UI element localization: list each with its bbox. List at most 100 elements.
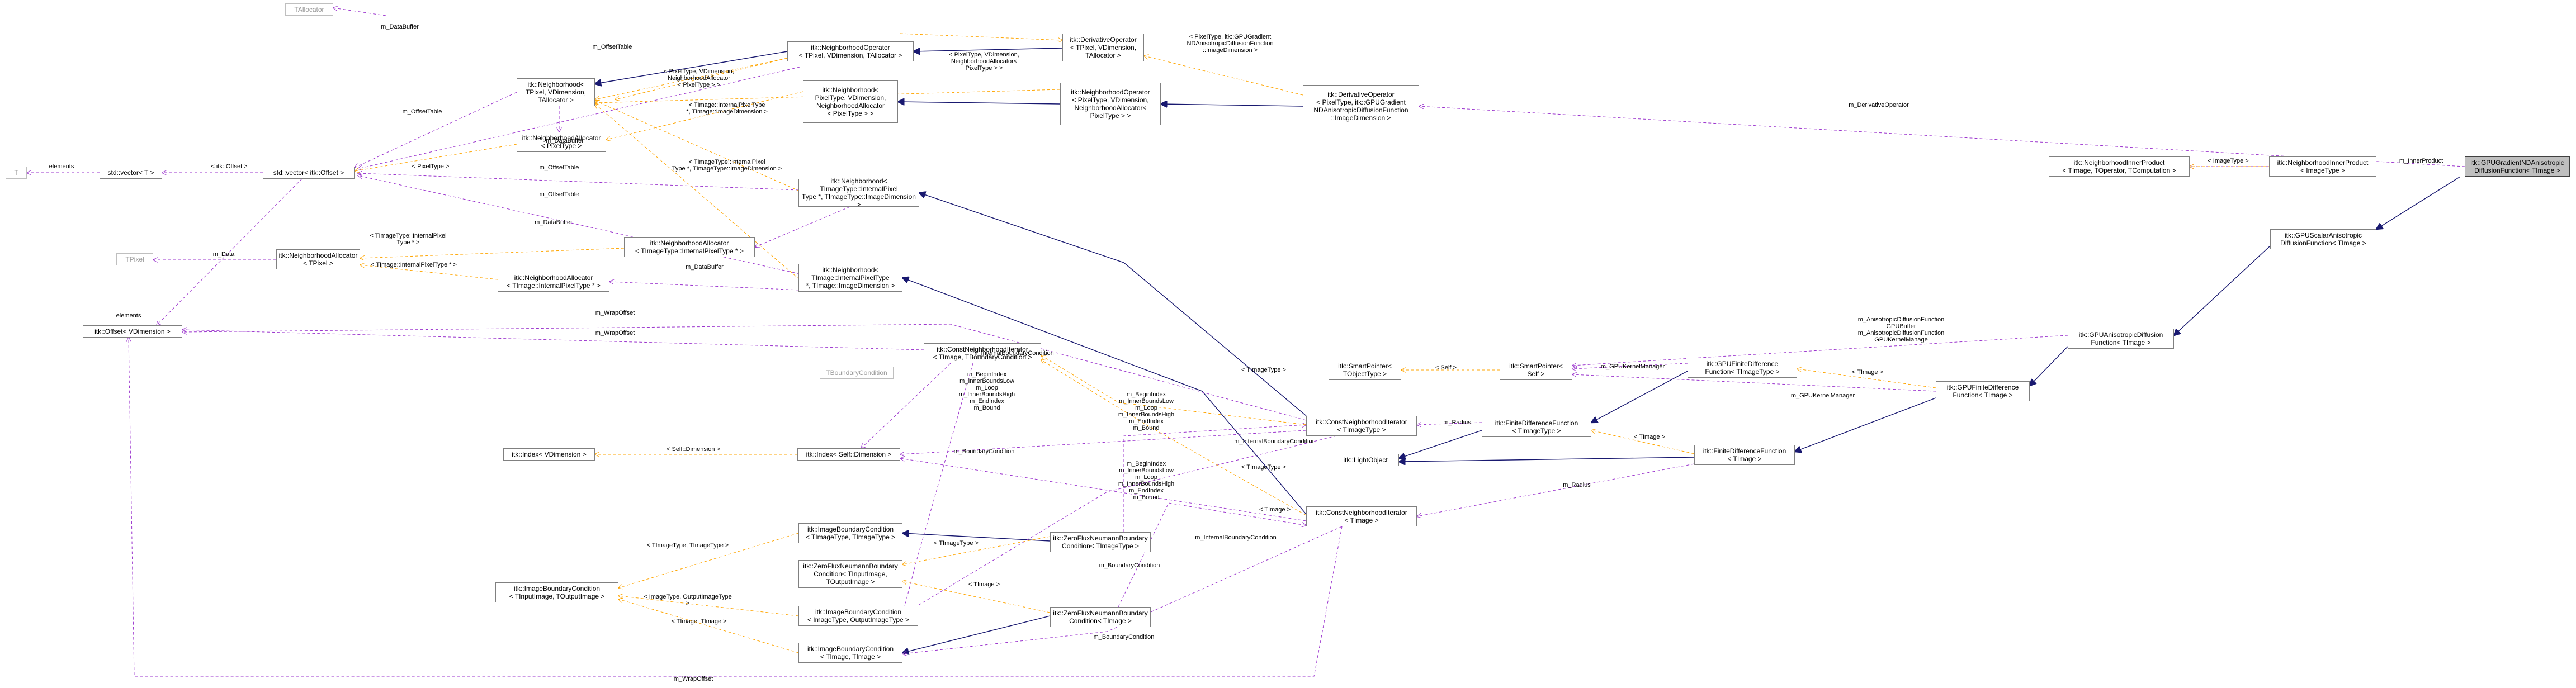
inheritance-edge [1591,371,1688,423]
edge-label: m_BoundaryCondition [1099,562,1160,569]
edge-label: < itk::Offset > [211,163,248,170]
node-neighborhood-pixeltype[interactable]: itk::Neighborhood< PixelType, VDimension… [803,80,898,123]
template-edge [900,33,1062,40]
node-neighborhood-operator[interactable]: itk::NeighborhoodOperator < TPixel, VDim… [787,41,914,61]
node-nh-inner-product-timage[interactable]: itk::NeighborhoodInnerProduct < TImage, … [2049,156,2190,177]
edge-label: m_GPUKernelManager [1600,363,1665,370]
edge-label: < TImage::InternalPixelType *, TImage::I… [686,102,768,115]
edge-label: < PixelType, VDimension, NeighborhoodAll… [949,51,1019,72]
node-index-self-dimension[interactable]: itk::Index< Self::Dimension > [797,448,900,461]
inheritance-edge [902,615,1051,653]
node-smart-pointer-self[interactable]: itk::SmartPointer< Self > [1500,360,1572,380]
edge-label: elements [49,163,74,170]
template-edge [595,101,800,192]
edge-label: < PixelType, VDimension, NeighborhoodAll… [664,68,734,88]
usage-edge [1417,423,1482,425]
node-img-bc-tinput-toutput[interactable]: itk::ImageBoundaryCondition < TInputImag… [495,582,618,602]
template-edge [615,58,788,99]
edge-label: < TImage, TImage > [671,618,727,625]
usage-edge [902,435,1337,615]
node-gpu-finite-diff-timage[interactable]: itk::GPUFiniteDifference Function< TImag… [1936,381,2030,401]
edge-label: m_GPUKernelManager [1790,392,1855,399]
usage-edge [1419,106,2465,167]
edge-label: m_DataBuffer [686,264,724,271]
node-finite-diff-timagetype[interactable]: itk::FiniteDifferenceFunction < TImageTy… [1482,417,1591,437]
usage-edge [1123,425,1306,532]
usage-edge [1572,374,1936,392]
node-img-bc-imagetype-output[interactable]: itk::ImageBoundaryCondition < ImageType,… [798,606,918,626]
edge-label: < PixelType > [412,163,450,170]
usage-edge [182,330,924,350]
node-img-bc-timage-timage[interactable]: itk::ImageBoundaryCondition < TImage, TI… [798,643,902,663]
node-nh-allocator-tpixel[interactable]: itk::NeighborhoodAllocator < TPixel > [276,249,360,269]
node-tallocator[interactable]: TAllocator [285,3,333,16]
edge-label: < TImageType > [1241,367,1286,373]
template-edge [618,596,799,616]
inheritance-edge [898,102,1061,104]
node-zfn-bc-tinput-toutput[interactable]: itk::ZeroFluxNeumannBoundary Condition< … [798,560,902,588]
edge-label: m_WrapOffset [595,310,635,316]
node-light-object[interactable]: itk::LightObject [1332,454,1399,466]
edge-label: m_Data [212,251,235,258]
node-derivative-operator-gpu[interactable]: itk::DerivativeOperator < PixelType, itk… [1303,85,1419,127]
node-gpu-scalar-aniso[interactable]: itk::GPUScalarAnisotropic DiffusionFunct… [2270,229,2376,249]
edge-label: < TImageType > [1241,464,1286,471]
inheritance-edge [1399,457,1695,462]
node-nh-allocator-timage-internalpixel[interactable]: itk::NeighborhoodAllocator < TImage::Int… [498,272,609,292]
edge-label: m_OffsetTable [402,108,442,115]
node-neighborhood-operator-pixeltype[interactable]: itk::NeighborhoodOperator < PixelType, V… [1060,83,1161,125]
inheritance-edge [595,51,788,84]
node-tpixel[interactable]: TPixel [116,253,153,265]
edge-label: m_InternalBoundaryCondition [1234,438,1316,445]
node-const-nh-iterator-timage[interactable]: itk::ConstNeighborhoodIterator < TImage … [1306,506,1417,526]
edge-label: m_BeginIndex m_InnerBoundsLow m_Loop m_I… [1118,391,1175,431]
inheritance-edge [1795,397,1936,452]
node-derivative-operator[interactable]: itk::DerivativeOperator < TPixel, VDimen… [1062,34,1144,61]
node-offset-vdimension[interactable]: itk::Offset< VDimension > [83,325,182,338]
node-nh-allocator-pixeltype[interactable]: itk::NeighborhoodAllocator < PixelType > [517,132,606,152]
node-gpu-aniso[interactable]: itk::GPUAnisotropicDiffusion Function< T… [2068,329,2174,349]
node-neighborhood-timage-internal[interactable]: itk::Neighborhood< TImage::InternalPixel… [798,264,902,292]
node-finite-diff-timage[interactable]: itk::FiniteDifferenceFunction < TImage > [1694,445,1795,465]
edge-label: m_AnisotropicDiffusionFunction GPUBuffer… [1857,316,1945,343]
node-smart-pointer-tobjecttype[interactable]: itk::SmartPointer< TObjectType > [1329,360,1401,380]
node-const-nh-iterator-timagetype[interactable]: itk::ConstNeighborhoodIterator < TImageT… [1306,416,1417,436]
node-zfn-bc-timagetype[interactable]: itk::ZeroFluxNeumannBoundary Condition< … [1050,532,1151,552]
usage-edge [358,173,799,191]
edge-label: m_OffsetTable [592,44,632,50]
edge-label: m_InternalBoundaryCondition [972,350,1054,357]
edge-label: m_Radius [1563,482,1591,488]
usage-edge [755,206,850,247]
node-gpu-gradient-nd-aniso-focus[interactable]: itk::GPUGradientNDAnisotropic DiffusionF… [2465,156,2570,177]
usage-edge [358,175,800,274]
node-std-vector-offset[interactable]: std::vector< itk::Offset > [263,167,355,179]
inheritance-edge [1399,430,1482,458]
edge-label: < ImageType > [2208,158,2249,164]
node-std-vector-t[interactable]: std::vector< T > [100,167,162,179]
usage-edge [1572,363,1688,369]
template-edge [1041,355,1307,425]
node-nh-inner-product-imagetype[interactable]: itk::NeighborhoodInnerProduct < ImageTyp… [2269,156,2376,177]
template-edge [1144,56,1303,96]
edge-label: m_DataBuffer [535,219,573,226]
usage-edge [1118,502,1306,608]
edge-label: m_Radius [1443,419,1471,426]
node-const-nh-iterator-timage-tbc[interactable]: itk::ConstNeighborhoodIterator < TImage,… [924,343,1041,363]
template-edge [1797,369,1936,388]
usage-edge [355,92,517,168]
node-index-vdimension[interactable]: itk::Index< VDimension > [503,448,595,461]
node-neighborhood-tpixel[interactable]: itk::Neighborhood< TPixel, VDimension, T… [517,78,595,106]
node-gpu-finite-diff-timagetype[interactable]: itk::GPUFiniteDifference Function< TImag… [1688,358,1797,378]
node-tboundarycondition[interactable]: TBoundaryCondition [820,367,894,379]
node-img-bc-timagetype[interactable]: itk::ImageBoundaryCondition < TImageType… [798,523,902,543]
usage-edge [861,363,951,448]
node-zfn-bc-timage[interactable]: itk::ZeroFluxNeumannBoundary Condition< … [1050,607,1151,627]
inheritance-edge [919,193,1307,416]
usage-edge [1572,335,2068,366]
edge-label: m_BoundaryCondition [953,448,1015,455]
node-nh-allocator-internalpixel-ptr[interactable]: itk::NeighborhoodAllocator < TImageType:… [624,237,755,257]
edge-label: < TImage::InternalPixelType * > [371,262,457,268]
node-neighborhood-timagetype-internal[interactable]: itk::Neighborhood< TImageType::InternalP… [798,177,919,208]
node-t[interactable]: T [6,167,27,179]
